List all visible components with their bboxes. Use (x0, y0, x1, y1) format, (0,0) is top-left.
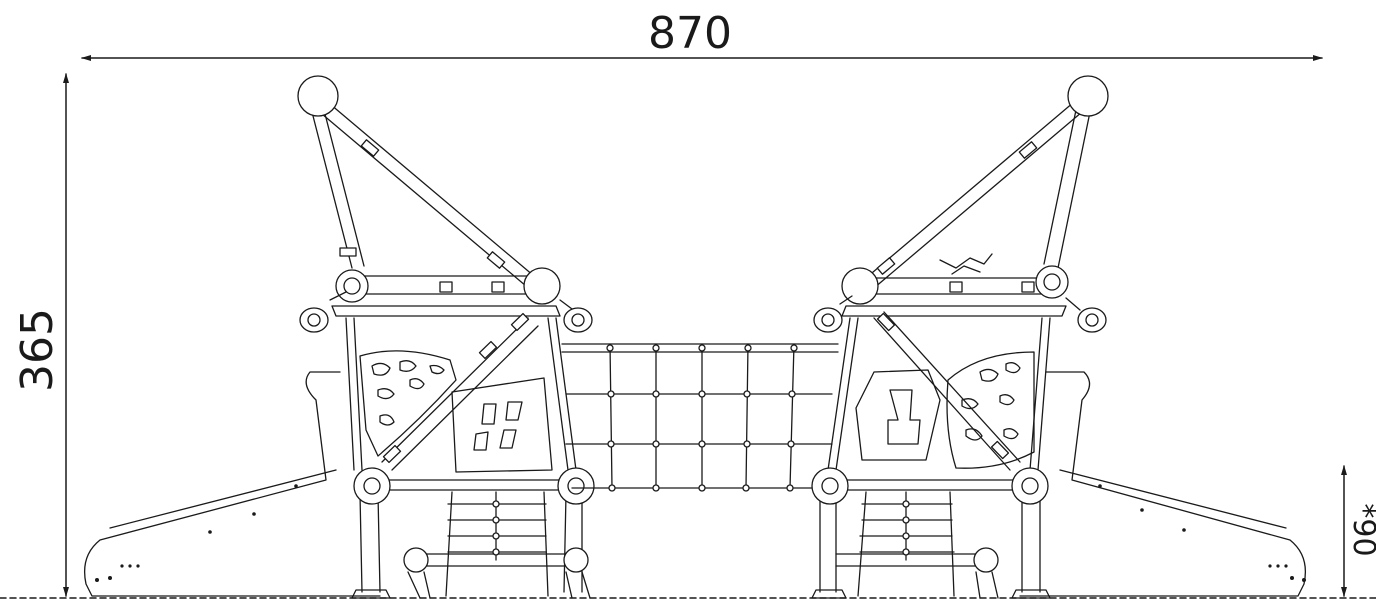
right-roof-frame (841, 75, 1109, 305)
height-dimension-label: 365 (12, 308, 63, 392)
right-rock-panel (946, 351, 1035, 469)
left-climbing-wall (451, 377, 553, 473)
depth-dimension: *90 (1341, 465, 1376, 597)
net-bridge (561, 343, 839, 492)
left-rock-panel (359, 350, 457, 457)
left-tower (83, 75, 595, 599)
right-legs (811, 467, 1051, 599)
right-slide (1019, 371, 1307, 597)
width-dimension: 870 (81, 8, 1323, 61)
left-platform-frame (331, 305, 577, 471)
right-ladder (857, 491, 955, 597)
depth-dimension-label: *90 (1346, 503, 1376, 556)
left-slide (83, 371, 381, 597)
height-dimension: 365 (12, 73, 69, 597)
left-handle-knobs (299, 291, 593, 333)
right-climbing-wall (855, 369, 941, 461)
width-dimension-label: 870 (648, 8, 732, 59)
left-roof-frame (297, 75, 561, 305)
left-ladder (445, 491, 549, 597)
right-handle-knobs (813, 295, 1107, 333)
right-tower (811, 75, 1307, 599)
right-platform-frame (827, 305, 1067, 471)
net-knots (606, 344, 798, 492)
left-legs (351, 467, 595, 599)
